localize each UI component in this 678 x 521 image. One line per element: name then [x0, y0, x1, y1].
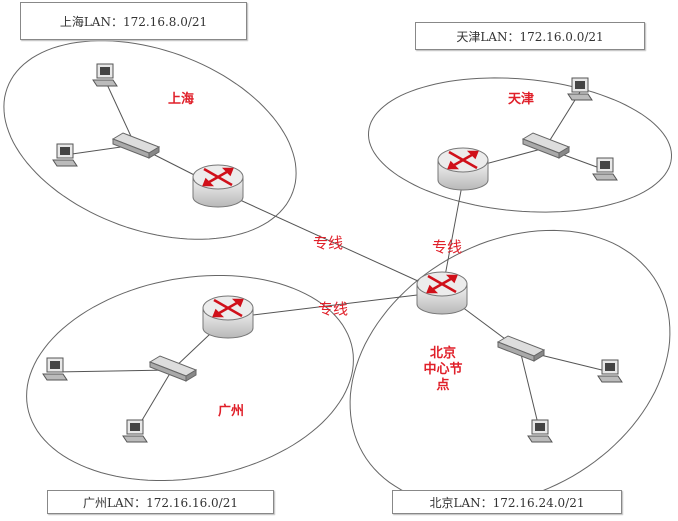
guangzhou-beijing-link-label: 专线: [318, 300, 349, 318]
beijing-switch-icon: [497, 335, 545, 362]
beijing-router-icon: [415, 270, 469, 316]
tianjin-pc-icon: [567, 77, 593, 101]
guangzhou-lan-boundary: [26, 275, 354, 481]
beijing-site-label: 北京 中心节点: [418, 346, 468, 394]
beijing-lan-label: 北京LAN：172.16.24.0/21: [392, 490, 622, 514]
beijing-site-name: 北京: [429, 346, 456, 361]
guangzhou-router-icon: [201, 294, 255, 340]
shanghai-lan-label: 上海LAN：172.16.8.0/21: [20, 2, 247, 40]
guangzhou-site-label: 广州: [218, 404, 245, 419]
beijing-lan-boundary: [349, 229, 671, 507]
guangzhou-pc-icon: [42, 357, 68, 381]
beijing-pc-icon: [597, 359, 623, 383]
shanghai-pc-icon: [92, 63, 118, 87]
tianjin-beijing-link-label: 专线: [432, 238, 463, 256]
shanghai-lan-boundary: [3, 40, 297, 240]
guangzhou-lan-label: 广州LAN：172.16.16.0/21: [47, 490, 274, 514]
shanghai-beijing-link-label: 专线: [313, 234, 344, 252]
shanghai-site-label: 上海: [168, 92, 195, 107]
links: [54, 79, 611, 433]
shanghai-router-icon: [191, 163, 245, 209]
tianjin-site-label: 天津: [508, 92, 535, 107]
tianjin-lan-boundary: [367, 77, 673, 213]
tianjin-pc-icon: [592, 157, 618, 181]
beijing-pc-icon: [527, 419, 553, 443]
tianjin-router-icon: [436, 146, 490, 192]
lan-boundaries: [3, 40, 673, 507]
guangzhou-switch-icon: [149, 355, 197, 382]
shanghai-pc-icon: [52, 143, 78, 167]
shanghai-switch-icon: [112, 132, 160, 159]
tianjin-switch-icon: [522, 132, 570, 159]
tianjin-lan-label: 天津LAN：172.16.0.0/21: [415, 22, 645, 50]
guangzhou-pc-icon: [122, 419, 148, 443]
beijing-site-role: 中心节点: [423, 362, 463, 393]
